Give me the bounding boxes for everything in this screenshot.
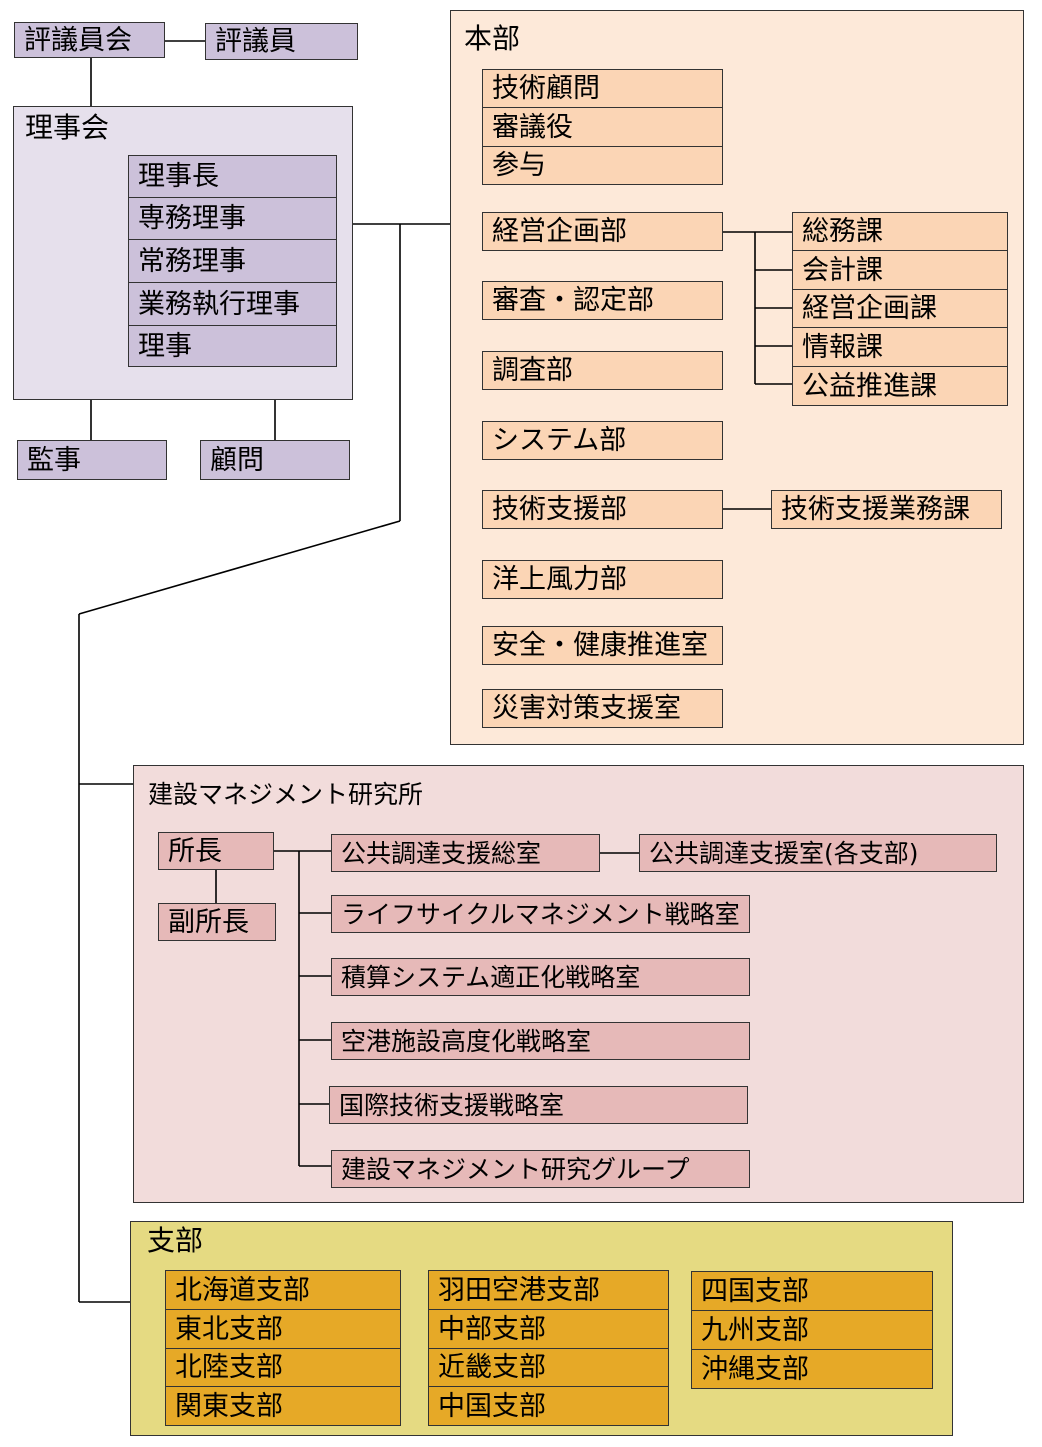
headquarters-title: 本部 [464,22,521,55]
hq-dept-label: 災害対策支援室 [492,693,681,724]
hq-role-technical-advisor: 技術顧問 [482,69,723,108]
hq-dept-label: 洋上風力部 [492,564,627,595]
advisor-box: 顧問 [200,440,350,480]
branch-kinki: 近畿支部 [428,1348,669,1387]
institute-title: 建設マネジメント研究所 [148,780,424,809]
branch-chubu: 中部支部 [428,1309,669,1349]
hq-dept-label: 調査部 [492,355,573,386]
hq-section-label: 会計課 [802,254,883,286]
hq-section-accounting: 会計課 [792,250,1008,290]
board-member-senior-executive: 専務理事 [128,197,337,240]
institute-office-label: 公共調達支援総室 [341,838,542,868]
hq-role-councilor: 審議役 [482,107,723,147]
institute-office-label: 建設マネジメント研究グループ [341,1154,690,1184]
hq-dept-label: 安全・健康推進室 [492,630,708,661]
board-member-label: 理事 [138,330,192,362]
branch-hokkaido: 北海道支部 [165,1270,401,1310]
branch-label: 羽田空港支部 [438,1274,600,1306]
institute-office-research-group: 建設マネジメント研究グループ [331,1150,750,1188]
institute-director-label: 所長 [168,835,222,867]
institute-office-label: 積算システム適正化戦略室 [341,962,641,992]
hq-section-label: 情報課 [802,331,883,363]
institute-office-label: 公共調達支援室(各支部) [649,838,919,868]
hq-section-label: 経営企画課 [802,293,937,324]
hq-section-label: 公益推進課 [802,370,937,402]
institute-office-lifecycle: ライフサイクルマネジメント戦略室 [331,895,750,933]
board-member-label: 専務理事 [138,203,246,234]
board-member-managing-director: 常務理事 [128,239,337,283]
councillor-box: 評議員 [205,23,358,60]
hq-dept-disaster-support: 災害対策支援室 [482,689,723,728]
council-label: 評議員会 [24,24,132,56]
hq-role-label: 技術顧問 [492,73,600,104]
branch-label: 近畿支部 [438,1352,546,1383]
branch-kanto: 関東支部 [165,1386,401,1426]
branch-label: 関東支部 [175,1390,283,1422]
institute-deputy-director: 副所長 [158,903,276,941]
branch-label: 沖縄支部 [701,1353,809,1385]
hq-dept-label: 技術支援部 [492,494,627,525]
institute-office-procurement-general: 公共調達支援総室 [331,834,600,872]
council-box: 評議員会 [14,22,165,58]
auditor-box: 監事 [17,440,167,480]
hq-role-counselor: 参与 [482,146,723,185]
board-member-director: 理事 [128,325,337,367]
hq-section-label: 技術支援業務課 [781,494,970,525]
board-member-label: 業務執行理事 [138,288,300,320]
institute-office-branch-procurement: 公共調達支援室(各支部) [639,834,997,872]
hq-dept-label: 経営企画部 [492,216,627,247]
hq-dept-systems: システム部 [482,421,723,460]
hq-role-label: 参与 [492,150,546,181]
institute-director: 所長 [158,832,274,870]
institute-deputy-label: 副所長 [168,906,249,938]
hq-dept-label: システム部 [492,425,627,456]
board-member-label: 理事長 [138,161,219,192]
branch-chugoku: 中国支部 [428,1386,669,1426]
branch-label: 九州支部 [701,1314,809,1346]
councillor-label: 評議員 [215,26,296,57]
branch-kyushu: 九州支部 [691,1310,933,1350]
branch-label: 北陸支部 [175,1352,283,1383]
board-member-chairman: 理事長 [128,155,337,198]
auditor-label: 監事 [27,444,81,476]
institute-office-international: 国際技術支援戦略室 [329,1086,748,1124]
branch-label: 東北支部 [175,1313,283,1345]
branch-label: 中国支部 [438,1390,546,1422]
hq-dept-review-certification: 審査・認定部 [482,281,723,320]
branch-label: 四国支部 [701,1275,809,1307]
board-member-executive-director: 業務執行理事 [128,282,337,326]
institute-office-label: ライフサイクルマネジメント戦略室 [341,899,740,929]
branch-tohoku: 東北支部 [165,1309,401,1349]
board-member-label: 常務理事 [138,245,246,277]
hq-dept-safety-health: 安全・健康推進室 [482,626,723,665]
institute-office-label: 空港施設高度化戦略室 [341,1026,592,1056]
hq-dept-offshore-wind: 洋上風力部 [482,560,723,599]
branch-hokuriku: 北陸支部 [165,1348,401,1387]
institute-office-label: 国際技術支援戦略室 [339,1090,565,1120]
branch-haneda-airport: 羽田空港支部 [428,1270,669,1310]
hq-section-information: 情報課 [792,327,1008,367]
hq-dept-planning: 経営企画部 [482,212,723,251]
branch-label: 北海道支部 [175,1274,310,1306]
advisor-label: 顧問 [210,444,264,476]
hq-section-general-affairs: 総務課 [792,212,1008,251]
hq-dept-technical-support: 技術支援部 [482,490,723,529]
hq-section-planning: 経営企画課 [792,289,1008,328]
board-title: 理事会 [25,111,110,144]
branch-label: 中部支部 [438,1313,546,1345]
hq-section-public-interest: 公益推進課 [792,366,1008,406]
hq-section-technical-support-operations: 技術支援業務課 [771,490,1002,529]
hq-role-label: 審議役 [492,111,573,143]
hq-section-label: 総務課 [802,216,883,247]
branch-shikoku: 四国支部 [691,1271,933,1311]
hq-dept-research: 調査部 [482,351,723,390]
branch-okinawa: 沖縄支部 [691,1349,933,1389]
institute-office-estimation-system: 積算システム適正化戦略室 [331,958,750,996]
branches-title: 支部 [147,1224,204,1257]
institute-office-airport-facilities: 空港施設高度化戦略室 [331,1022,750,1060]
hq-dept-label: 審査・認定部 [492,285,654,316]
